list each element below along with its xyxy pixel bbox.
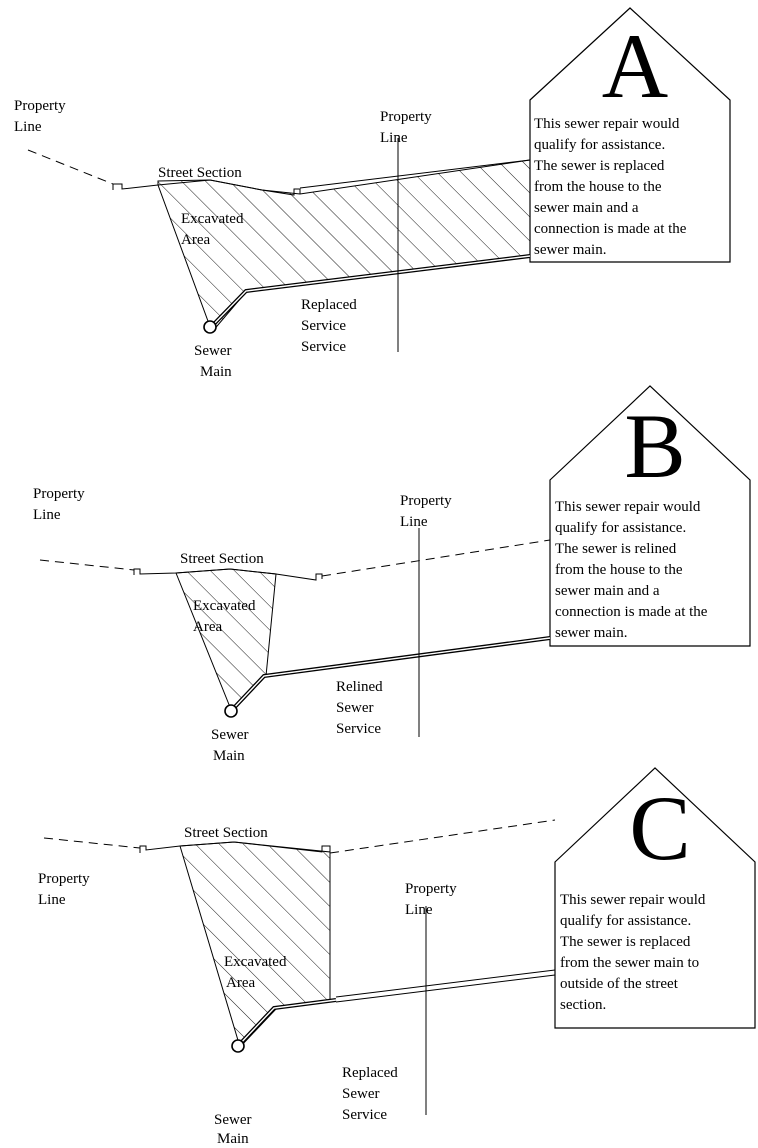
excavated-area-label-2: Area bbox=[181, 232, 210, 248]
street-section-label: Street Section bbox=[184, 825, 268, 841]
description-text: This sewer repair would qualify for assi… bbox=[555, 499, 708, 641]
ground-dashed-right bbox=[329, 819, 556, 854]
street-surface bbox=[139, 841, 331, 853]
property-line-left-label: Property bbox=[38, 871, 90, 887]
excavated-area-label: Excavated bbox=[193, 598, 256, 614]
house-outline bbox=[554, 767, 756, 1029]
street-section-label: Street Section bbox=[158, 165, 242, 181]
excavated-area-label: Excavated bbox=[224, 954, 287, 970]
description-line: section. bbox=[560, 997, 606, 1013]
panel-a: A Property Line Property Line Street Sec… bbox=[14, 7, 731, 380]
existing-service-line bbox=[335, 969, 556, 998]
description-line: outside of the street bbox=[560, 976, 679, 992]
street-section-label: Street Section bbox=[180, 551, 264, 567]
property-line-left-label: Property bbox=[33, 486, 85, 502]
description-line: This sewer repair would bbox=[534, 116, 680, 132]
property-line-right-label: Property bbox=[405, 881, 457, 897]
service-label-2: Sewer bbox=[342, 1086, 380, 1102]
description-line: qualify for assistance. bbox=[534, 137, 665, 153]
service-label: Relined bbox=[336, 679, 383, 695]
service-label: Replaced bbox=[342, 1065, 398, 1081]
sewer-main-pipe bbox=[224, 704, 238, 718]
sewer-main-label-2: Main bbox=[217, 1131, 249, 1147]
description-line: connection is made at the bbox=[555, 604, 708, 620]
panel-letter: C bbox=[629, 777, 690, 879]
excavated-area-label-2: Area bbox=[193, 619, 222, 635]
property-line-left-label-2: Line bbox=[14, 119, 42, 135]
street-surface bbox=[112, 179, 301, 196]
excavated-area-label-2: Area bbox=[226, 975, 255, 991]
property-line-left-label-2: Line bbox=[38, 892, 66, 908]
ground-dashed-left bbox=[27, 149, 114, 185]
description-line: qualify for assistance. bbox=[555, 520, 686, 536]
panel-letter: B bbox=[624, 395, 685, 497]
sewer-main-label: Sewer bbox=[214, 1112, 252, 1128]
service-label: Replaced bbox=[301, 297, 357, 313]
excavated-area-hatch bbox=[175, 568, 277, 713]
sewer-main-label-2: Main bbox=[200, 364, 232, 380]
description-line: The sewer is replaced bbox=[560, 934, 691, 950]
description-line: This sewer repair would bbox=[555, 499, 701, 515]
property-line-left-label-2: Line bbox=[33, 507, 61, 523]
excavated-area-label: Excavated bbox=[181, 211, 244, 227]
panel-letter: A bbox=[602, 15, 668, 117]
property-line-left-label: Property bbox=[14, 98, 66, 114]
description-line: from the house to the bbox=[534, 179, 662, 195]
sewer-main-label: Sewer bbox=[194, 343, 232, 359]
description-text: This sewer repair would qualify for assi… bbox=[560, 892, 706, 1013]
service-label-3: Service bbox=[342, 1107, 387, 1123]
service-label-2: Sewer bbox=[336, 700, 374, 716]
sewer-main-pipe bbox=[231, 1039, 245, 1053]
excavated-area-hatch bbox=[179, 841, 331, 1048]
property-line-right-label-2: Line bbox=[400, 514, 428, 530]
description-line: sewer main. bbox=[555, 625, 627, 641]
description-line: The sewer is relined bbox=[555, 541, 677, 557]
description-line: qualify for assistance. bbox=[560, 913, 691, 929]
description-line: sewer main. bbox=[534, 242, 606, 258]
service-label-3: Service bbox=[336, 721, 381, 737]
service-label-3: Service bbox=[301, 339, 346, 355]
panel-c: C Property Line Property Line Street Sec… bbox=[38, 767, 756, 1147]
ground-line-right bbox=[299, 159, 531, 189]
ground-dashed-right bbox=[321, 539, 551, 577]
service-label-2: Service bbox=[301, 318, 346, 334]
description-line: connection is made at the bbox=[534, 221, 687, 237]
description-line: The sewer is replaced bbox=[534, 158, 665, 174]
panel-b: B Property Line Property Line Street Sec… bbox=[33, 385, 751, 764]
description-line: sewer main and a bbox=[555, 583, 660, 599]
property-line-right-label-2: Line bbox=[380, 130, 408, 146]
ground-dashed-left bbox=[39, 559, 135, 571]
house-outline bbox=[549, 385, 751, 647]
description-line: sewer main and a bbox=[534, 200, 639, 216]
property-line-right-label: Property bbox=[400, 493, 452, 509]
description-line: This sewer repair would bbox=[560, 892, 706, 908]
description-line: from the sewer main to bbox=[560, 955, 699, 971]
sewer-main-pipe bbox=[203, 320, 217, 334]
sewer-main-label: Sewer bbox=[211, 727, 249, 743]
property-line-right-label-2: Line bbox=[405, 902, 433, 918]
description-text: This sewer repair would qualify for assi… bbox=[534, 116, 687, 258]
existing-service-line-2 bbox=[335, 974, 556, 1003]
description-line: from the house to the bbox=[555, 562, 683, 578]
street-surface bbox=[133, 568, 323, 581]
property-line-right-label: Property bbox=[380, 109, 432, 125]
sewer-main-label-2: Main bbox=[213, 748, 245, 764]
ground-dashed-left bbox=[43, 837, 141, 849]
